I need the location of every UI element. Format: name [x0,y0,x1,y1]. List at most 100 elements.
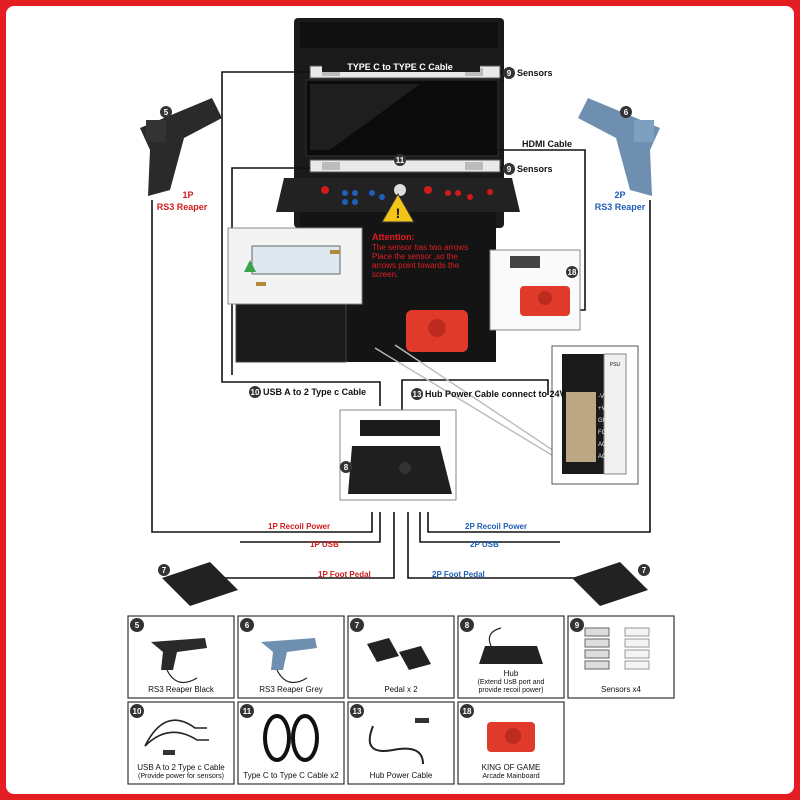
p2-label: 2P [614,190,625,200]
part-card-caption: RS3 Reaper Black [148,685,215,694]
part-image-18 [487,722,535,752]
hub-box [339,409,457,501]
sensors-top-label: Sensors [517,68,553,78]
hdmi-cable-label: HDMI Cable [522,139,572,149]
svg-text:8: 8 [344,463,349,472]
card-badge-number: 8 [465,621,470,630]
gun-1p [140,98,222,196]
svg-text:PSU: PSU [610,362,621,368]
badge-9-mid: 9 [503,163,515,175]
part-image-7 [367,638,431,670]
card-badge [570,618,584,632]
attention-line-1: The sensor has two arrows [372,243,468,252]
part-card-caption: (Provide power for sensors) [138,773,224,780]
sensor-closeup [227,227,363,305]
pedal-2p-label: 2P Foot Pedal [432,570,485,579]
card-badge [350,704,364,718]
part-card-caption: USB A to 2 Type c Cable [137,763,225,772]
badge-9-top: 9 [503,67,515,79]
pedal-1p-label: 1P Foot Pedal [318,570,371,579]
mainboard [406,249,581,352]
part-card-caption: Sensors x4 [601,685,642,694]
usb-1p-label: 1P USB [310,540,339,549]
card-badge [460,618,474,632]
part-image-11 [263,714,319,762]
badge-7-right: 7 [638,564,650,576]
p1-name: RS3 Reaper [157,202,208,212]
diagram-frame: TYPE C to TYPE C Cable 11 9 Sensors HDMI… [6,6,794,794]
part-card-caption: Type C to Type C Cable x2 [243,771,339,780]
card-badge-number: 11 [243,707,252,716]
attention-line-3: arrows point towards the [372,261,460,270]
part-image-8 [479,627,543,664]
part-image-13 [368,718,429,765]
svg-text:13: 13 [413,390,422,399]
pedal-2p [572,562,648,606]
svg-text:6: 6 [624,108,629,117]
svg-text:5: 5 [164,108,169,117]
recoil-2p-label: 2P Recoil Power [465,522,527,531]
power-supply: PSU [551,345,639,485]
recoil-1p-label: 1P Recoil Power [268,522,330,531]
badge-6: 6 [620,106,632,118]
attention-title: Attention: [372,232,415,242]
part-image-9 [584,627,650,670]
warning-icon: ! [381,192,415,223]
svg-text:10: 10 [251,388,260,397]
psu-terminal-label: -V [598,394,604,400]
card-badge [460,704,474,718]
svg-text:9: 9 [507,69,512,78]
part-card-caption: Hub Power Cable [370,771,433,780]
type-c-cable-label: TYPE C to TYPE C Cable [347,62,453,72]
card-badge [130,618,144,632]
badge-11: 11 [394,154,406,166]
card-badge-number: 7 [355,621,360,630]
badge-18: 18 [566,266,578,278]
connection-diagram: TYPE C to TYPE C Cable 11 9 Sensors HDMI… [127,18,675,785]
card-badge-number: 6 [245,621,250,630]
p2-name: RS3 Reaper [595,202,646,212]
psu-terminal-label: +V [598,406,606,412]
usb-a-cable-label: USB A to 2 Type c Cable [263,387,366,397]
part-card-caption: KING OF GAME [482,763,541,772]
svg-text:18: 18 [568,268,577,277]
part-image-5 [151,638,207,684]
svg-text:7: 7 [642,566,647,575]
badge-7-left: 7 [158,564,170,576]
badge-13: 13 [411,388,423,400]
psu-terminal-label: AC [598,454,607,460]
card-badge-number: 5 [135,621,140,630]
psu-terminal-label: AC [598,442,607,448]
part-image-10 [144,719,209,755]
svg-text:7: 7 [162,566,167,575]
psu-terminal-labels: -V +V GND FG AC AC [598,394,612,460]
psu-terminal-label: GND [598,418,612,424]
part-card-caption: RS3 Reaper Grey [259,685,323,694]
part-card-caption: Pedal x 2 [384,685,418,694]
pedal-1p [162,562,238,606]
svg-text:!: ! [396,205,401,221]
badge-8: 8 [340,461,352,473]
card-badge-number: 9 [575,621,580,630]
badge-5: 5 [160,106,172,118]
attention-line-4: screen. [372,270,398,279]
card-badge [240,618,254,632]
part-card-caption: (Extend UsB port and [478,679,545,686]
card-badge [350,618,364,632]
sensors-mid-label: Sensors [517,164,553,174]
psu-terminal-label: FG [598,430,607,436]
svg-text:11: 11 [396,156,405,165]
p1-label: 1P [182,190,193,200]
card-badge-number: 13 [353,707,362,716]
card-badge-number: 18 [463,707,472,716]
card-badge [130,704,144,718]
